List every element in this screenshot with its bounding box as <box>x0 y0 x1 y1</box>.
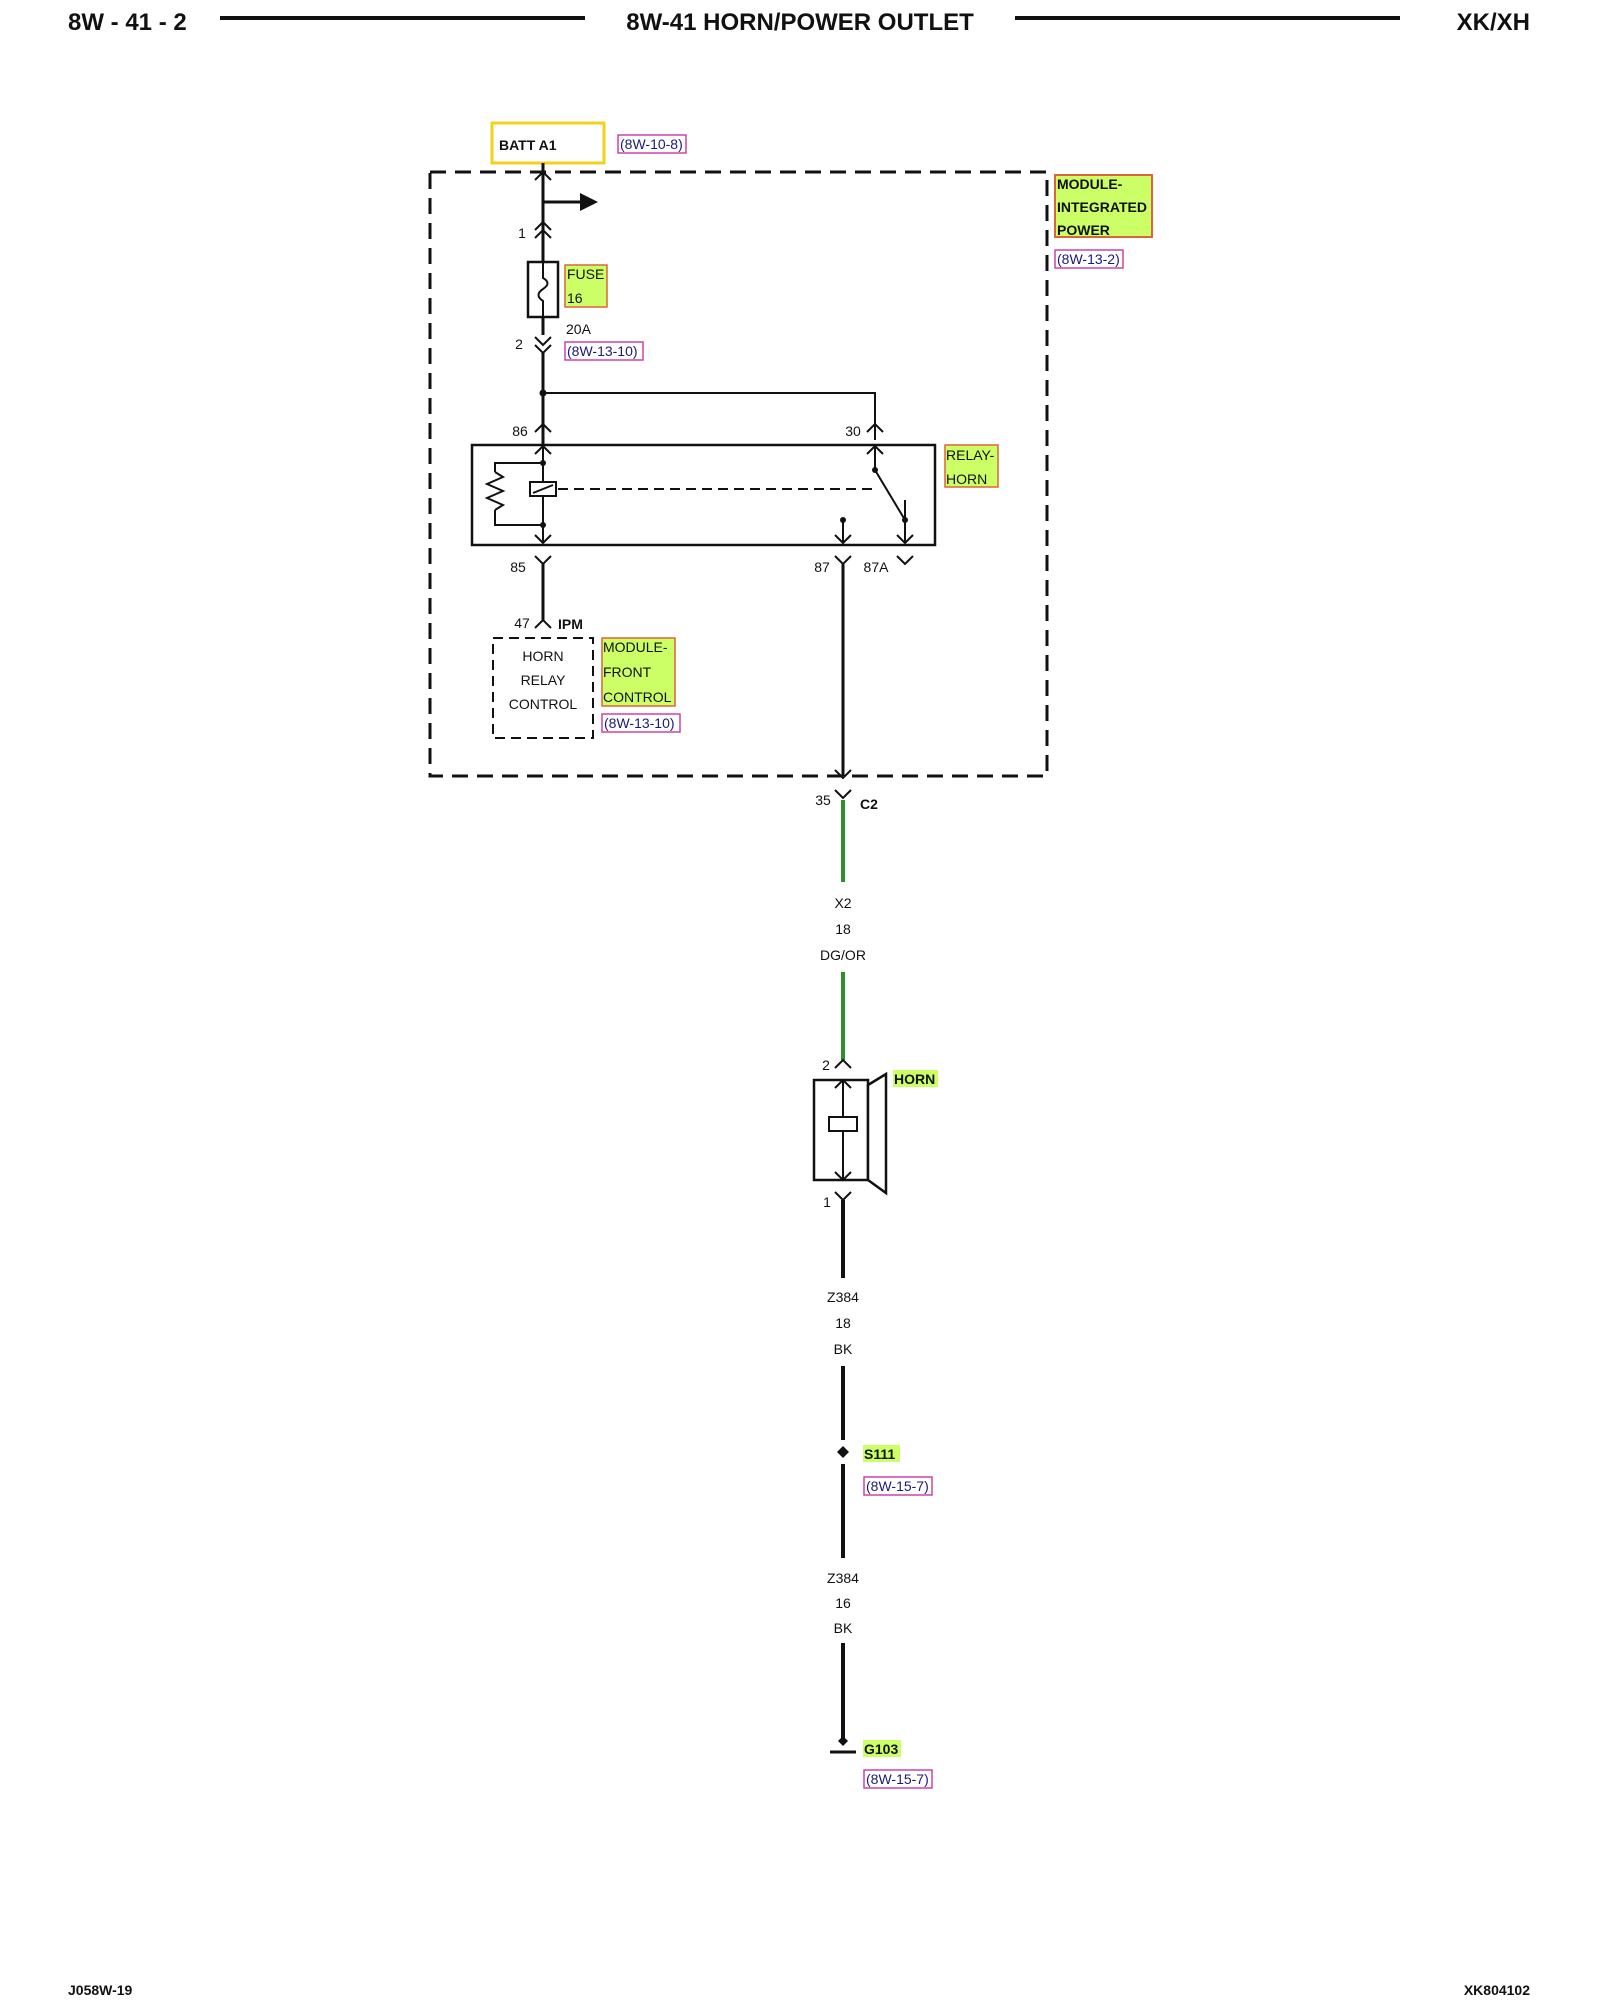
x2-circuit: X2 <box>834 895 851 911</box>
relay-30-feed-wire <box>543 392 876 440</box>
pin-87a-chevron <box>896 555 914 566</box>
fcm-box-line3: CONTROL <box>509 696 578 712</box>
pin-30-chevron <box>866 422 884 433</box>
horn-label-box <box>893 1070 938 1087</box>
fcm-box-line1: HORN <box>522 648 563 664</box>
fuse-ref-box <box>564 341 644 361</box>
pin-85-chevron <box>534 555 552 566</box>
batt-label: BATT A1 <box>499 137 557 153</box>
horn-label: HORN <box>894 1071 935 1087</box>
ipm-label-line3: POWER <box>1057 222 1110 238</box>
z384b-color: BK <box>834 1620 853 1636</box>
splice-ref-box <box>863 1476 933 1496</box>
model-code: XK/XH <box>1457 9 1530 36</box>
fcm-connector: IPM <box>558 616 583 632</box>
relay-pin-30: 30 <box>845 423 861 439</box>
z384b-gauge: 16 <box>835 1595 851 1611</box>
z384a-circuit: Z384 <box>827 1289 859 1305</box>
fuse-pin2-chevron-a <box>534 336 552 347</box>
ground-label: G103 <box>864 1741 898 1757</box>
fcm-ref-box <box>601 713 681 733</box>
relay-87-arrow <box>834 534 852 545</box>
ipm-ref: (8W-13-2) <box>1057 251 1120 267</box>
relay-85-arrow <box>534 534 552 545</box>
batt-label-box <box>490 121 606 165</box>
ipm-label-box <box>1054 174 1153 238</box>
fuse-element-icon <box>537 262 549 317</box>
z384a-color: BK <box>834 1341 853 1357</box>
relay-pin-87a: 87A <box>864 559 890 575</box>
fcm-box <box>492 637 594 739</box>
relay-label-line2: HORN <box>946 471 987 487</box>
horn-pin-top: 2 <box>822 1057 830 1073</box>
footer-left-code: J058W-19 <box>68 1982 133 1998</box>
z384b-circuit: Z384 <box>827 1570 859 1586</box>
pin-86-chevron <box>534 422 552 433</box>
fcm-box-line2: RELAY <box>521 672 567 688</box>
relay-pin-85: 85 <box>510 559 526 575</box>
c2-pin: 35 <box>815 792 831 808</box>
fcm-label-box <box>601 637 676 707</box>
fuse-label-line2: 16 <box>567 290 583 306</box>
horn-bell-icon <box>866 1071 888 1196</box>
x2-color: DG/OR <box>820 947 866 963</box>
horn-pin-bottom: 1 <box>823 1194 831 1210</box>
suppressor-wire-bottom <box>494 510 543 526</box>
suppressor-resistor-icon <box>484 471 506 511</box>
branch-arrow-icon <box>580 193 598 211</box>
fuse-pin-bottom: 2 <box>515 336 523 352</box>
fuse-label-box <box>564 264 608 308</box>
relay-coil-slash <box>532 484 554 494</box>
relay-switch-arm <box>874 469 906 521</box>
ground-ref: (8W-15-7) <box>866 1771 929 1787</box>
splice-label-box <box>863 1445 900 1462</box>
ipm-label-line1: MODULE- <box>1057 176 1123 192</box>
c2-inner-chevron <box>834 769 852 780</box>
fuse-rating: 20A <box>566 321 592 337</box>
fcm-pin: 47 <box>514 615 530 631</box>
fuse-label-line1: FUSE <box>567 266 604 282</box>
ipm-module-boundary <box>428 170 1049 778</box>
fcm-label-line2: FRONT <box>603 664 652 680</box>
batt-ref-box <box>617 134 687 154</box>
splice-label: S111 <box>864 1446 895 1462</box>
fuse-ref: (8W-13-10) <box>567 343 638 359</box>
horn-coil-icon <box>828 1116 858 1132</box>
horn-inner-arrow-bottom <box>834 1171 852 1182</box>
z384a-gauge: 18 <box>835 1315 851 1331</box>
relay-87a-arrow <box>896 534 914 545</box>
pin-87-chevron <box>834 555 852 566</box>
entry-arrow-top <box>534 170 552 181</box>
ipm-ref-box <box>1054 249 1124 269</box>
c2-pin-chevron <box>834 789 852 800</box>
splice-icon <box>837 1446 849 1458</box>
page-title: 8W-41 HORN/POWER OUTLET <box>626 9 974 36</box>
ipm-pin47-chevron <box>534 618 552 629</box>
suppressor-wire-top <box>494 462 543 472</box>
batt-ref: (8W-10-8) <box>620 136 683 152</box>
horn-pin2-chevron <box>834 1058 852 1069</box>
ground-ref-box <box>863 1769 933 1789</box>
page-number: 8W - 41 - 2 <box>68 9 187 36</box>
relay-label-box <box>944 444 999 488</box>
ipm-label-line2: INTEGRATED <box>1057 199 1147 215</box>
x2-gauge: 18 <box>835 921 851 937</box>
ground-node-icon <box>838 1736 848 1746</box>
c2-connector: C2 <box>860 796 878 812</box>
fuse-pin-top: 1 <box>518 225 526 241</box>
splice-ref: (8W-15-7) <box>866 1478 929 1494</box>
horn-pin1-chevron <box>834 1191 852 1202</box>
fcm-ref: (8W-13-10) <box>604 715 675 731</box>
footer-right-code: XK804102 <box>1464 1982 1530 1998</box>
relay-pin-87: 87 <box>814 559 830 575</box>
relay-label-line1: RELAY- <box>946 447 995 463</box>
relay-pin-86: 86 <box>512 423 528 439</box>
fuse-pin1-chevron-b <box>534 228 552 239</box>
fuse-pin1-chevron-a <box>534 220 552 231</box>
ground-label-box <box>863 1740 901 1757</box>
fcm-label-line1: MODULE- <box>603 639 668 655</box>
fcm-label-line3: CONTROL <box>603 689 672 705</box>
